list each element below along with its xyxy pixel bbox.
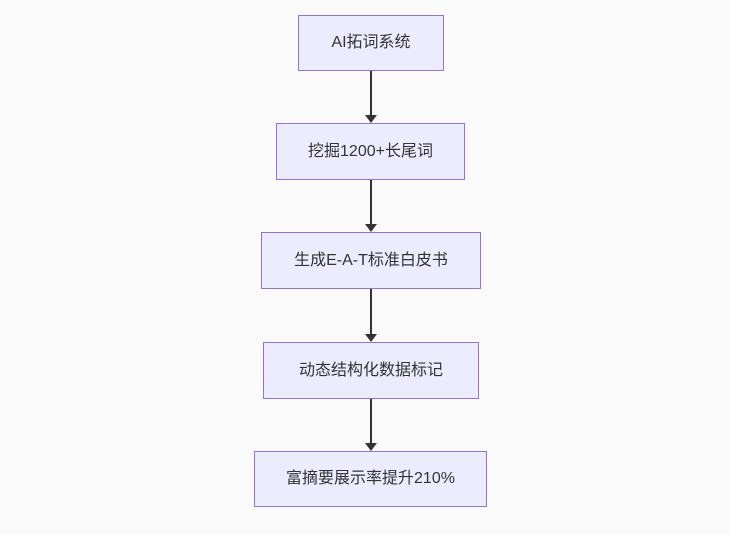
arrowhead-down-icon (364, 334, 377, 342)
node-label: 生成E-A-T标准白皮书 (294, 251, 448, 269)
node-label: 挖掘1200+长尾词 (308, 142, 433, 160)
arrowhead-down-icon (364, 224, 377, 232)
node-label: 富摘要展示率提升210% (286, 470, 455, 487)
flowchart-arrow-3 (364, 289, 377, 342)
arrowhead-down-icon (364, 115, 377, 123)
arrow-line (369, 289, 372, 334)
arrow-line (369, 180, 372, 224)
flowchart-arrow-1 (364, 71, 377, 123)
flowchart-node-longtail-keywords: 挖掘1200+长尾词 (276, 123, 465, 180)
node-label: 动态结构化数据标记 (298, 361, 443, 379)
flowchart-node-eat-whitepaper: 生成E-A-T标准白皮书 (261, 232, 481, 289)
flowchart-node-structured-data-markup: 动态结构化数据标记 (263, 342, 479, 399)
flowchart-node-rich-snippet-rate: 富摘要展示率提升210% (254, 451, 487, 507)
flowchart-arrow-4 (364, 399, 377, 451)
flowchart-node-ai-word-expansion: AI拓词系统 (298, 15, 444, 71)
node-label: AI拓词系统 (331, 34, 411, 51)
arrowhead-down-icon (364, 443, 377, 451)
flowchart-arrow-2 (364, 180, 377, 232)
arrow-line (369, 71, 372, 115)
arrow-line (369, 399, 372, 443)
